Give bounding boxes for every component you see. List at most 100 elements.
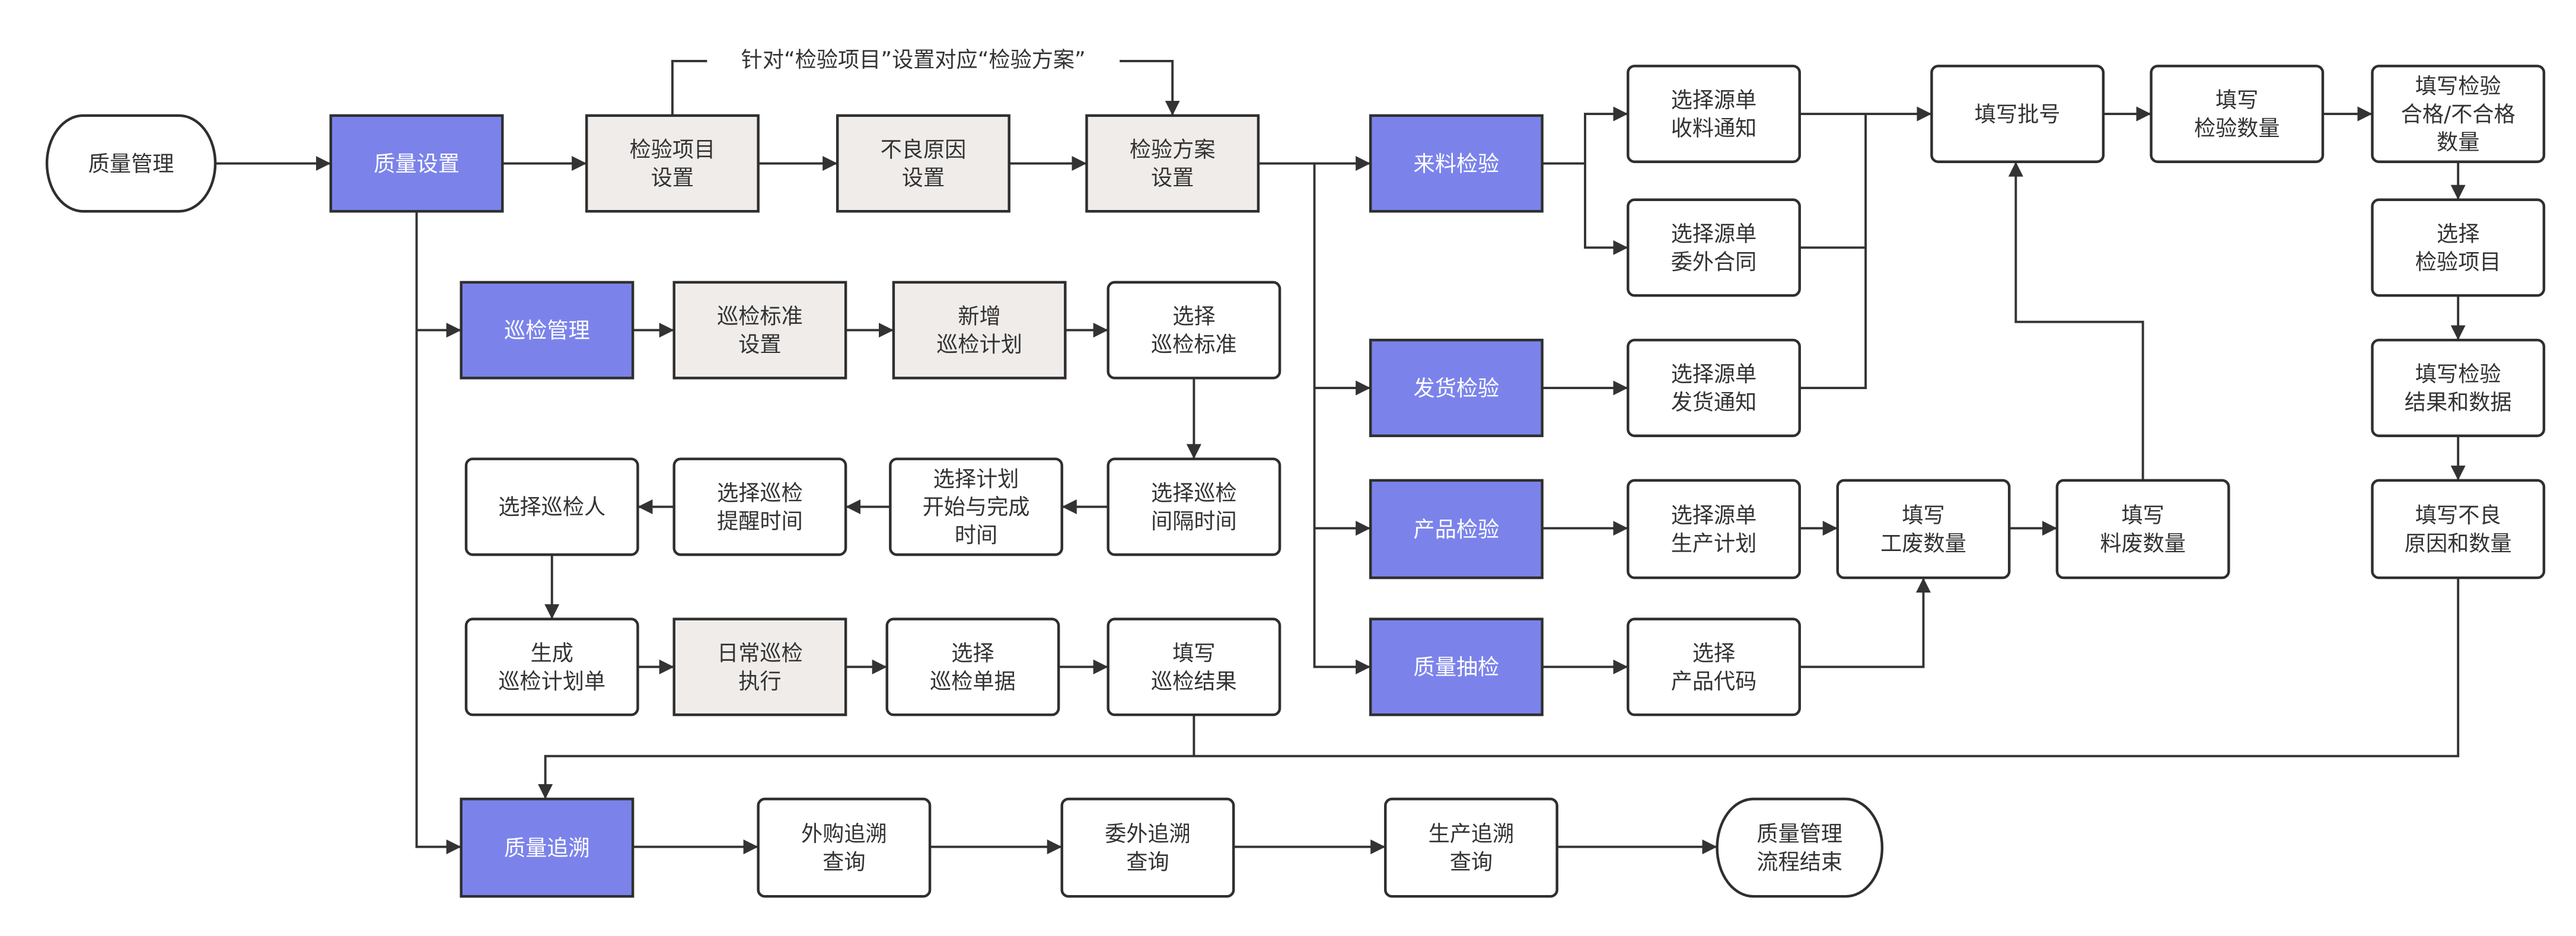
- node-shape: [1107, 281, 1281, 380]
- node-label: 选择巡检: [717, 480, 803, 506]
- node-shape: [2371, 65, 2546, 163]
- annotation-label: 针对“检验项目”设置对应“检验方案”: [741, 47, 1086, 72]
- arrow-connector: [538, 578, 2460, 800]
- node-shape: [1369, 617, 1544, 717]
- node-label: 质量设置: [374, 151, 460, 176]
- node-shape: [889, 457, 1063, 556]
- node-label: 选择: [2437, 221, 2479, 247]
- line-connector: [1799, 114, 1867, 249]
- node-label: 查询: [822, 849, 865, 875]
- node-shape: [757, 797, 932, 898]
- line-connector: [1799, 247, 1867, 389]
- arrow-connector: [1258, 162, 1371, 674]
- node-shape: [2371, 198, 2546, 297]
- node-shape: [1627, 617, 1801, 717]
- node-label: 检验项目: [2415, 249, 2501, 275]
- node-shape: [1369, 479, 1544, 580]
- node-label: 委外追溯: [1105, 821, 1191, 846]
- node-label: 填写: [1172, 640, 1215, 666]
- node-label: 设置: [902, 165, 945, 190]
- node-product-inspection[interactable]: 产品检验: [1369, 479, 1544, 580]
- node-label: 检验方案: [1130, 137, 1216, 163]
- node-label: 质量追溯: [504, 835, 590, 861]
- node-shape: [1369, 114, 1544, 213]
- node-shape: [45, 114, 217, 213]
- node-label: 工废数量: [1880, 530, 1966, 556]
- node-quality-settings[interactable]: 质量设置: [329, 114, 504, 213]
- node-select-inspector[interactable]: 选择巡检人: [464, 457, 639, 556]
- node-label: 委外合同: [1671, 249, 1757, 275]
- node-label: 选择: [1692, 640, 1735, 666]
- node-label: 巡检计划单: [498, 668, 605, 694]
- node-shipping-inspection[interactable]: 发货检验: [1369, 339, 1544, 437]
- arrow-connector: [1542, 106, 1628, 165]
- node-label: 日常巡检: [717, 640, 803, 666]
- node-shape: [1716, 797, 1884, 898]
- node-incoming-inspection[interactable]: 来料检验: [1369, 114, 1544, 213]
- node-label: 填写检验: [2415, 74, 2501, 99]
- node-label: 选择: [1172, 304, 1215, 329]
- node-fill-batch[interactable]: 填写批号: [1930, 65, 2105, 163]
- node-label: 收料通知: [1671, 115, 1757, 141]
- node-shape: [892, 281, 1067, 380]
- node-label: 巡检标准: [1151, 332, 1237, 357]
- connectors: [215, 60, 2466, 855]
- node-quality-sampling[interactable]: 质量抽检: [1369, 617, 1544, 717]
- node-traceability[interactable]: 质量追溯: [460, 797, 635, 898]
- node-shape: [1060, 797, 1235, 898]
- node-label: 选择源单: [1671, 221, 1757, 247]
- node-shape: [329, 114, 504, 213]
- node-label: 原因和数量: [2405, 530, 2512, 556]
- node-shape: [464, 457, 639, 556]
- node-label: 发货通知: [1671, 389, 1757, 415]
- node-label: 新增: [958, 304, 1000, 329]
- node-shape: [460, 281, 635, 380]
- node-shape: [672, 457, 847, 556]
- node-shape: [1930, 65, 2105, 163]
- node-label: 生产追溯: [1429, 821, 1515, 846]
- node-label: 数量: [2437, 129, 2479, 155]
- node-shape: [672, 281, 847, 380]
- node-label: 产品代码: [1671, 668, 1757, 694]
- arrow-connector: [1584, 163, 1628, 255]
- node-label: 填写检验: [2415, 361, 2501, 387]
- node-patrol-management[interactable]: 巡检管理: [460, 281, 635, 380]
- node-label: 不良原因: [881, 137, 967, 163]
- node-label: 开始与完成: [923, 494, 1030, 520]
- node-start[interactable]: 质量管理: [45, 114, 217, 213]
- node-label: 合格/不合格: [2401, 101, 2516, 127]
- node-label: 选择巡检人: [498, 494, 605, 520]
- node-shape: [1627, 65, 1801, 163]
- node-label: 外购追溯: [801, 821, 887, 846]
- node-label: 填写: [2215, 87, 2258, 113]
